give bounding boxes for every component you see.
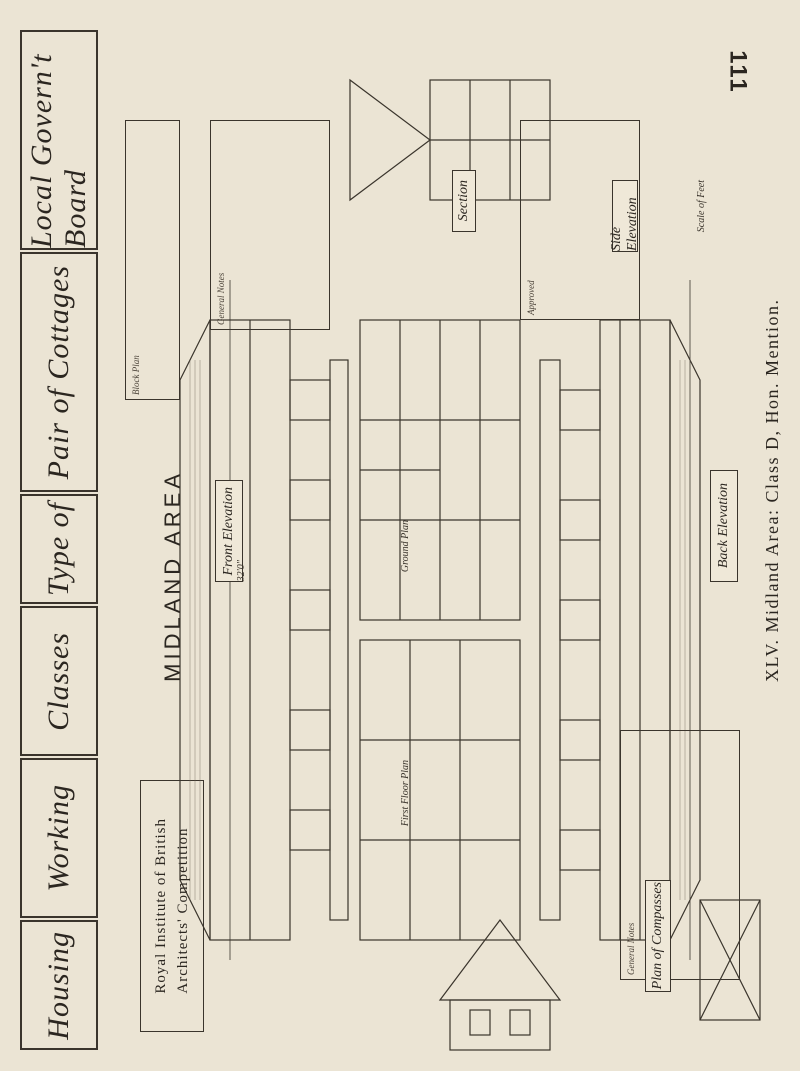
side-elevation-text: Side Elevation [609,197,640,251]
left-notes-text: Block Plan [131,355,141,395]
title-banner: Local Govern't Board Pair of Cottages Ty… [20,30,100,1050]
back-elevation-text: Back Elevation [716,483,731,569]
compasses-label: Plan of Compasses [645,880,671,992]
banner-cell-classes: Classes [20,606,98,756]
first-floor-label: First Floor Plan [400,760,411,827]
front-elevation-text: Front Elevation [221,486,236,576]
banner-cell-pair: Pair of Cottages [20,252,98,492]
ground-plan-drawing [359,319,521,621]
right-notes-block: General Notes [620,730,740,980]
banner-cell-housing: Housing [20,920,98,1050]
section-label: Section [452,170,476,232]
right-notes-text: General Notes [626,922,636,975]
compass-drawing [699,899,761,1021]
hatching [189,360,691,900]
banner-cell-local-govt: Local Govern't Board [20,30,98,250]
first-floor-plan-drawing [359,639,521,941]
front-elevation-label: Front Elevation [215,480,243,582]
left-notes-block: Block Plan [125,120,180,400]
back-elevation-label: Back Elevation [710,470,738,582]
dimension-label: 32'0" [236,560,247,582]
approved-text: Approved [526,280,536,315]
section-drawing [349,78,551,202]
section-text: Section [456,180,471,222]
side-elevation-label: Side Elevation [609,180,640,252]
banner-cell-working: Working [20,758,98,918]
block-plan-notes: Approved [520,120,640,320]
ground-plan-label: Ground Plan [400,520,411,573]
general-notes-text: General Notes [216,272,226,325]
side-elevation-drawing [438,919,562,1051]
general-notes-block: General Notes [210,120,330,330]
banner-cell-type: Type of [20,494,98,604]
front-elevation-drawing [179,319,349,941]
scale-label: Scale of Feet [696,180,707,233]
compasses-text: Plan of Compasses [650,882,665,990]
